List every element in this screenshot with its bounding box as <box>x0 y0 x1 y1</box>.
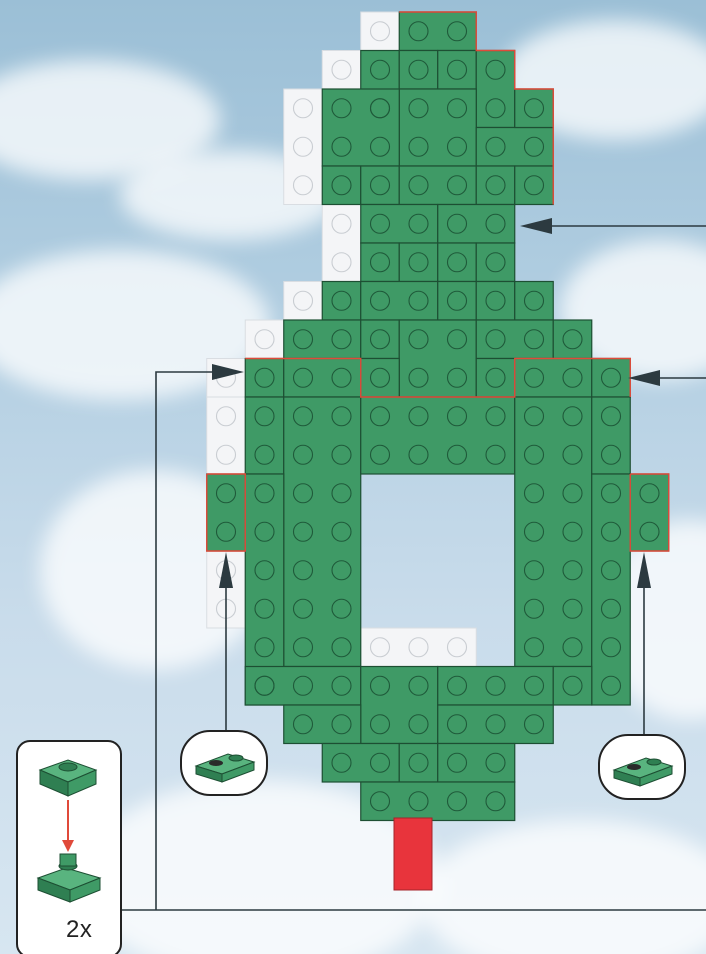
green-brick <box>553 320 592 359</box>
green-brick <box>322 282 361 321</box>
green-brick <box>476 51 515 128</box>
arrow-middle-right <box>628 370 706 386</box>
green-brick <box>476 128 553 167</box>
white-plate <box>361 628 477 667</box>
green-brick <box>361 282 438 321</box>
1x2-plate-with-side-stud-icon <box>600 736 684 798</box>
green-brick <box>207 474 246 551</box>
green-brick <box>284 705 361 744</box>
green-brick <box>284 359 361 398</box>
green-brick <box>284 397 361 667</box>
green-brick <box>361 243 400 282</box>
green-brick <box>361 205 438 244</box>
green-brick <box>399 744 438 783</box>
green-brick <box>322 744 399 783</box>
green-brick <box>399 89 476 166</box>
green-brick <box>476 282 515 321</box>
green-brick <box>515 89 554 128</box>
green-brick <box>438 744 515 783</box>
green-brick <box>592 474 631 705</box>
green-brick <box>245 359 284 398</box>
green-brick <box>361 397 515 474</box>
green-brick <box>438 667 554 706</box>
green-brick <box>592 397 631 474</box>
white-plate <box>207 397 246 474</box>
green-brick <box>361 667 438 744</box>
green-brick <box>399 320 476 397</box>
green-brick <box>553 667 592 706</box>
green-brick <box>399 12 476 51</box>
green-brick <box>245 667 361 706</box>
green-brick <box>361 320 400 359</box>
green-brick <box>515 166 554 205</box>
green-brick <box>438 205 515 244</box>
arrow-head <box>628 370 660 386</box>
arrow-top-right <box>520 218 706 234</box>
green-brick <box>515 359 592 398</box>
green-brick <box>515 282 554 321</box>
arrow-right-plate <box>637 552 651 734</box>
quantity-label: 2x <box>66 916 92 944</box>
green-brick <box>322 89 399 166</box>
green-brick <box>399 166 476 205</box>
green-brick <box>399 243 438 282</box>
green-brick <box>476 320 553 359</box>
green-brick <box>592 359 631 398</box>
green-brick <box>245 397 284 474</box>
green-brick <box>361 782 515 821</box>
green-brick <box>438 705 554 744</box>
left-part-callout <box>180 730 268 796</box>
green-brick <box>476 166 515 205</box>
green-brick <box>284 320 361 359</box>
green-brick <box>515 397 592 667</box>
green-brick <box>476 243 515 282</box>
1x2-plate-with-side-stud-icon <box>182 732 266 794</box>
green-brick <box>361 359 400 398</box>
green-brick <box>438 282 477 321</box>
green-brick <box>322 166 361 205</box>
arrow-left-plate <box>219 552 233 730</box>
green-brick <box>476 359 515 398</box>
green-brick <box>361 166 400 205</box>
right-part-callout <box>598 734 686 800</box>
arrow-head <box>637 552 651 588</box>
green-brick <box>399 51 438 90</box>
green-brick <box>630 474 669 551</box>
tree-trunk <box>394 818 432 890</box>
stud-to-side-plate-assembly-icon <box>18 742 120 912</box>
green-brick <box>438 243 477 282</box>
arrow-head <box>520 218 552 234</box>
green-brick <box>438 51 477 90</box>
green-tree-bricks <box>207 12 669 821</box>
